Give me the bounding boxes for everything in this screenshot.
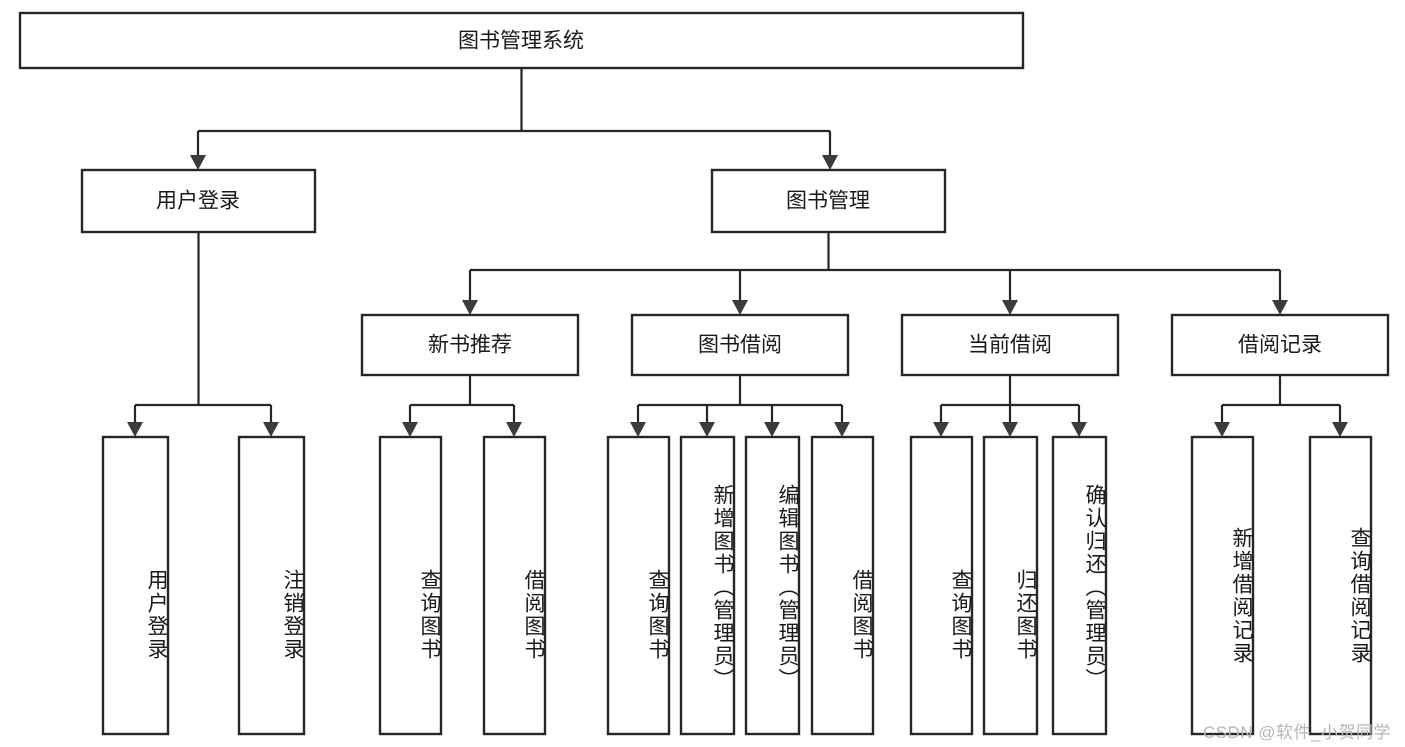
node-borrow-record-label: 借阅记录 xyxy=(1238,334,1322,357)
leaf-borrow-query-book-box[interactable] xyxy=(606,435,671,736)
node-borrow-record-box[interactable] xyxy=(1170,313,1390,377)
node-root-label: 图书管理系统 xyxy=(458,30,584,53)
leaf-rec-query-record-box[interactable] xyxy=(1308,435,1373,736)
node-current-borrow[interactable]: 当前借阅 xyxy=(900,313,1120,377)
arrow-to-user-login xyxy=(190,155,206,170)
arrow-to-leaf-borrow-add-book xyxy=(699,422,715,437)
leaf-rec-add-record-box[interactable] xyxy=(1190,435,1255,736)
arrow-to-leaf-borrow-query-book xyxy=(630,422,646,437)
node-new-book-recommend-label: 新书推荐 xyxy=(428,334,512,357)
node-current-borrow-label: 当前借阅 xyxy=(968,334,1052,357)
arrow-to-leaf-cur-confirm-return xyxy=(1071,422,1087,437)
connector-recommend-to-leaves xyxy=(408,375,516,424)
leaf-cur-query-book-box[interactable] xyxy=(909,435,974,736)
arrow-to-leaf-borrow-edit-book xyxy=(764,422,780,437)
node-user-login[interactable]: 用户登录 xyxy=(80,168,317,234)
connector-bookborrow-to-leaves xyxy=(636,375,844,424)
leaf-cur-return-book-box[interactable] xyxy=(982,435,1039,736)
arrow-to-leaf-rec-query-record xyxy=(1332,422,1348,437)
connector-currentborrow-to-leaves xyxy=(939,375,1081,424)
node-current-borrow-box[interactable] xyxy=(900,313,1120,377)
node-book-manage-box[interactable] xyxy=(710,168,947,234)
arrow-to-borrow-record xyxy=(1272,300,1288,315)
arrow-to-leaf-rec-query-book xyxy=(402,422,418,437)
node-user-login-box[interactable] xyxy=(80,168,317,234)
arrow-to-leaf-rec-borrow-book xyxy=(506,422,522,437)
arrow-to-leaf-cur-query-book xyxy=(933,422,949,437)
node-root-box[interactable] xyxy=(18,11,1025,70)
leaf-borrow-edit-book-box[interactable] xyxy=(744,435,801,736)
node-book-borrow-label: 图书借阅 xyxy=(698,334,782,357)
leaf-user-logout-box[interactable] xyxy=(237,435,306,736)
node-book-manage-label: 图书管理 xyxy=(786,190,870,213)
node-root[interactable]: 图书管理系统 xyxy=(18,11,1025,70)
leaf-borrow-borrow-book-box[interactable] xyxy=(810,435,875,736)
arrow-to-book-borrow xyxy=(732,300,748,315)
connector-bookmanage-to-level2 xyxy=(468,232,1282,302)
arrow-to-book-manage xyxy=(822,155,838,170)
arrow-to-leaf-borrow-borrow-book xyxy=(834,422,850,437)
connector-root-to-level1 xyxy=(196,68,832,157)
leaf-cur-confirm-return-box[interactable] xyxy=(1051,435,1108,736)
leaf-user-login-box[interactable] xyxy=(101,435,170,736)
node-new-book-recommend[interactable]: 新书推荐 xyxy=(360,313,580,377)
watermark-text: CSDN @软件_小贺同学 xyxy=(1202,723,1391,742)
arrow-to-leaf-user-login xyxy=(127,422,143,437)
node-new-book-recommend-box[interactable] xyxy=(360,313,580,377)
connector-borrowrecord-to-leaves xyxy=(1220,375,1342,424)
arrow-to-current-borrow xyxy=(1002,300,1018,315)
arrow-to-leaf-cur-return-book xyxy=(1002,422,1018,437)
connector-group xyxy=(127,68,1348,437)
node-book-borrow[interactable]: 图书借阅 xyxy=(630,313,850,377)
arrow-to-leaf-rec-add-record xyxy=(1214,422,1230,437)
connector-userlogin-to-leaves xyxy=(133,232,273,424)
leaf-rec-borrow-book-box[interactable] xyxy=(482,435,547,736)
leaf-box-group xyxy=(101,435,1373,736)
arrow-to-leaf-user-logout xyxy=(263,422,279,437)
node-book-manage[interactable]: 图书管理 xyxy=(710,168,947,234)
node-user-login-label: 用户登录 xyxy=(156,190,240,213)
leaf-borrow-add-book-box[interactable] xyxy=(679,435,736,736)
node-book-borrow-box[interactable] xyxy=(630,313,850,377)
node-borrow-record[interactable]: 借阅记录 xyxy=(1170,313,1390,377)
arrow-to-new-book-recommend xyxy=(462,300,478,315)
leaf-rec-query-book-box[interactable] xyxy=(378,435,443,736)
